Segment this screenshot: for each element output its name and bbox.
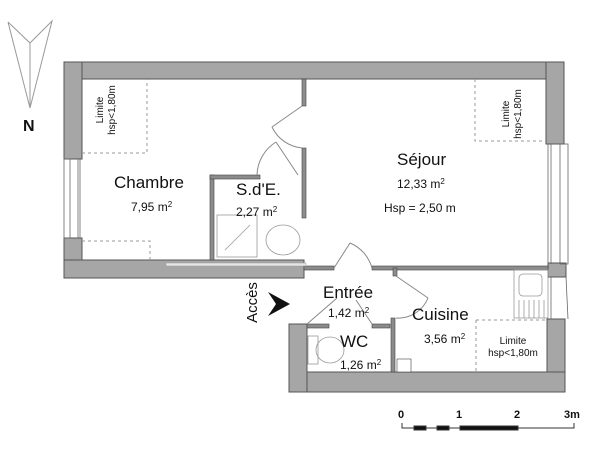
wall-strip <box>165 262 307 267</box>
room-sde-name: S.d'E. <box>236 180 281 199</box>
room-wc-name: WC <box>340 332 369 351</box>
scale-tick-2: 2 <box>514 409 521 421</box>
sanitary-fixtures <box>216 214 549 365</box>
room-cuisine-area: 3,56 m2 <box>424 332 466 346</box>
limite-sejour: Limite hsp<1,80m <box>501 89 524 139</box>
room-entree-area: 1,42 m2 <box>328 306 370 320</box>
room-chambre-name: Chambre <box>114 173 184 192</box>
room-entree-name: Entrée <box>323 283 374 302</box>
limite-cuisine: Limite hsp<1,80m <box>488 336 538 359</box>
room-wc-area: 1,26 m2 <box>340 358 382 372</box>
scale-tick-0: 0 <box>398 409 405 421</box>
room-cuisine-name: Cuisine <box>412 305 469 324</box>
access-arrow-icon <box>268 292 290 316</box>
room-sejour-name: Séjour <box>397 150 447 169</box>
scale-tick-1: 1 <box>456 409 463 421</box>
access-label: Accès <box>243 282 261 323</box>
walls <box>63 61 567 393</box>
limit-lines <box>82 79 547 372</box>
room-sejour-height: Hsp = 2,50 m <box>384 201 456 215</box>
door-swings <box>256 105 429 325</box>
interior-walls <box>209 78 549 373</box>
scale-bar <box>401 423 575 431</box>
windows <box>63 143 569 320</box>
north-label: N <box>23 118 35 135</box>
room-sde-area: 2,27 m2 <box>236 205 278 219</box>
scale-tick-3: 3m <box>564 409 580 421</box>
limite-chambre: Limite hsp<1,80m <box>95 85 118 135</box>
room-chambre-area: 7,95 m2 <box>131 200 173 214</box>
compass-icon <box>7 19 53 109</box>
room-sejour-area: 12,33 m2 <box>397 177 445 191</box>
